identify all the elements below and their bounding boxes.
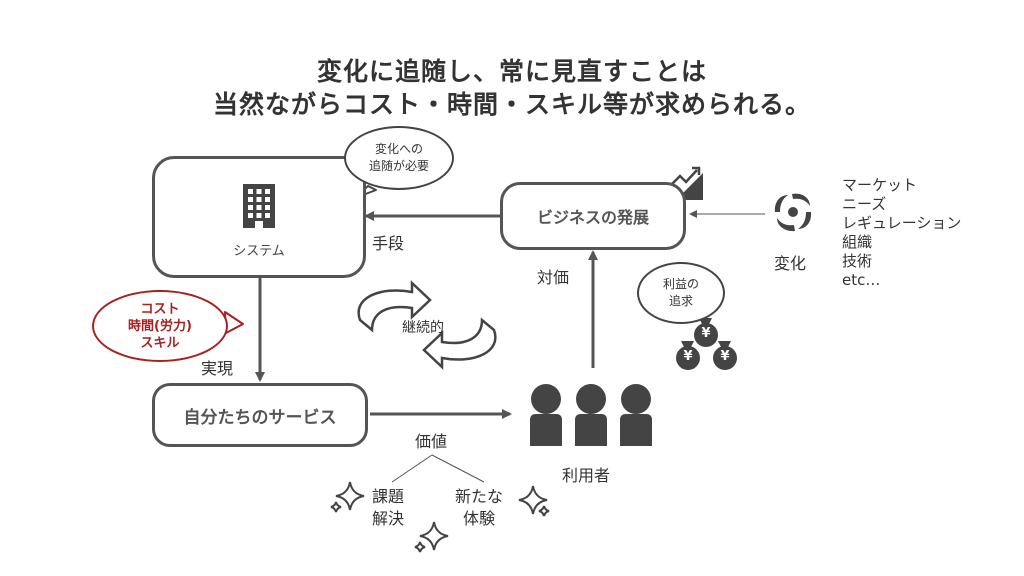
bubble-text: 追随が必要 <box>368 159 429 173</box>
sparkle-icon <box>518 485 550 517</box>
cost-bubble: コスト 時間(労力) スキル <box>92 290 228 362</box>
value-branch-left <box>391 454 433 483</box>
label-solve-line: 解決 <box>372 509 405 528</box>
yen-symbol: ¥ <box>683 349 693 364</box>
list-item: etc… <box>842 271 881 289</box>
label-change: 変化 <box>774 254 807 273</box>
profit-bubble: 利益の 追求 <box>637 262 725 324</box>
label-cost-value: 対価 <box>537 268 570 287</box>
label-experience: 新たな 体験 <box>455 486 503 530</box>
service-label: 自分たちのサービス <box>183 407 337 428</box>
cycle-arrows-icon <box>357 280 497 370</box>
list-item: マーケット <box>842 176 918 194</box>
label-means: 手段 <box>372 234 405 253</box>
label-realize: 実現 <box>201 359 234 378</box>
business-label: ビジネスの発展 <box>536 208 649 227</box>
title-line-2: 当然ながらコスト・時間・スキル等が求められる。 <box>212 90 811 119</box>
bubble-text: 時間(労力) <box>128 318 192 334</box>
label-solve-line: 課題 <box>372 487 405 506</box>
label-experience-line: 新たな <box>455 487 504 506</box>
money-bag-icon <box>713 341 737 370</box>
system-need-bubble: 変化への 追随が必要 <box>344 126 454 190</box>
label-experience-line: 体験 <box>463 509 496 528</box>
label-continuous: 継続的 <box>402 320 444 336</box>
business-box: ビジネスの発展 <box>500 182 686 250</box>
label-value: 価値 <box>415 432 448 451</box>
service-box: 自分たちのサービス <box>152 383 368 447</box>
value-branch-right <box>431 454 485 483</box>
users-icon <box>530 384 652 446</box>
bubble-text: スキル <box>140 335 180 351</box>
bubble-text: コスト <box>140 301 180 317</box>
list-item: 組織 <box>842 233 873 251</box>
change-swirl-icon <box>774 193 812 232</box>
yen-symbol: ¥ <box>720 349 730 364</box>
bubble-text: 変化への <box>374 142 423 156</box>
money-bag-icon <box>676 341 700 370</box>
label-users: 利用者 <box>562 466 611 485</box>
sparkle-icon <box>330 481 365 513</box>
title-line-1: 変化に追随し、常に見直すことは <box>316 57 707 86</box>
list-item: レギュレーション <box>842 214 962 232</box>
yen-symbol: ¥ <box>701 326 711 341</box>
change-factors-list: マーケット ニーズ レギュレーション 組織 技術 etc… <box>842 176 961 290</box>
sparkle-icon <box>414 521 449 553</box>
label-solve: 課題 解決 <box>372 486 404 530</box>
list-item: 技術 <box>842 252 873 270</box>
bubble-text: 追求 <box>668 294 693 308</box>
system-label: システム <box>233 243 285 259</box>
building-icon <box>243 183 275 228</box>
system-box: システム <box>152 156 366 278</box>
list-item: ニーズ <box>842 195 887 213</box>
bubble-text: 利益の <box>662 277 699 291</box>
